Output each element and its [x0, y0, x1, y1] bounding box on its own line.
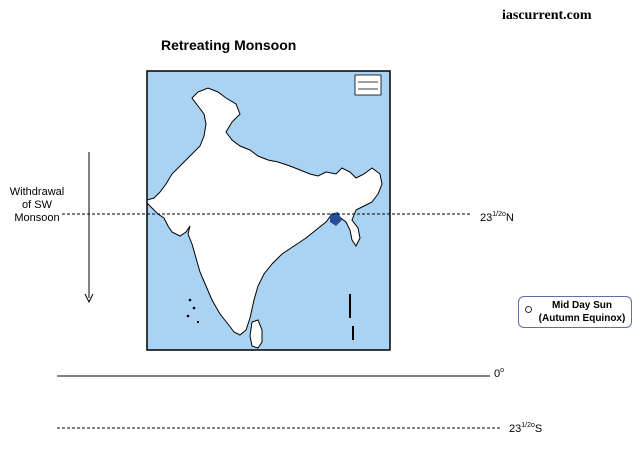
india-map: [146, 70, 391, 351]
sun-icon: [525, 306, 532, 313]
withdrawal-label: Withdrawal of SW Monsoon: [4, 186, 70, 225]
map-scale: [354, 74, 382, 96]
tropic-of-cancer-label: 231/2oN: [480, 211, 514, 224]
sun-legend-text: Mid Day Sun (Autumn Equinox): [533, 299, 631, 325]
withdrawal-label-line1: Withdrawal: [9, 186, 65, 198]
equator-label: 0o: [494, 367, 505, 380]
sri-lanka-island: [249, 319, 263, 349]
lakshadweep-islands: [186, 298, 200, 324]
watermark-text: iascurrent.com: [502, 8, 592, 23]
sun-legend-line1: Mid Day Sun: [551, 300, 612, 311]
map-frame: [146, 70, 391, 351]
withdrawal-label-line3: Monsoon: [14, 212, 60, 224]
withdrawal-label-line2: of SW: [22, 199, 52, 211]
tropic-of-capricorn-label: 231/2oS: [509, 422, 543, 435]
map-title: Retreating Monsoon: [161, 37, 297, 53]
andaman-islands: [349, 294, 354, 340]
withdrawal-arrow: [84, 152, 94, 304]
sun-legend: Mid Day Sun (Autumn Equinox): [518, 296, 632, 328]
india-landmass: [146, 71, 383, 336]
sun-legend-line2: (Autumn Equinox): [538, 313, 626, 324]
bay-patch: [330, 212, 342, 226]
